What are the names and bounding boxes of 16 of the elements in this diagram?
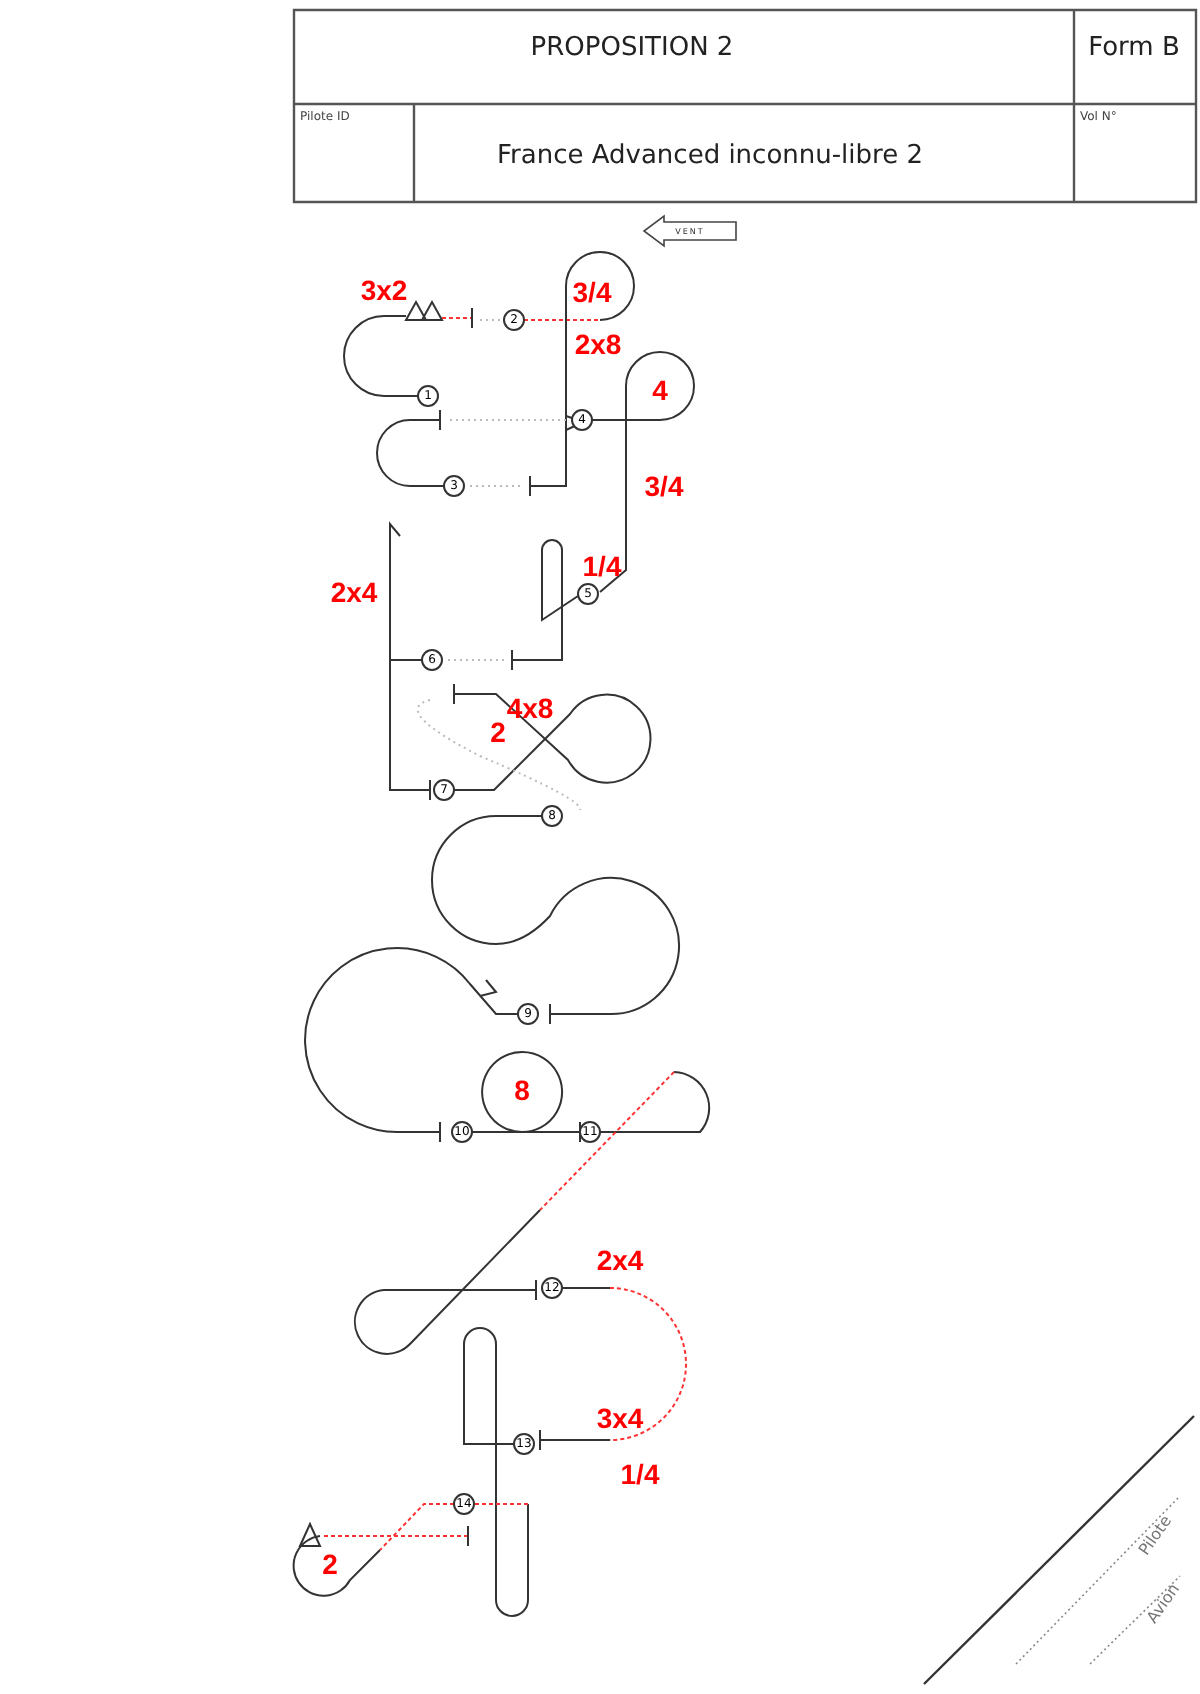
- form-label: Form B: [1088, 35, 1180, 61]
- roll-notation: 2x4: [596, 1246, 644, 1274]
- roll-notation: 3x4: [596, 1404, 644, 1432]
- roll-notation: 3/4: [572, 278, 612, 306]
- roll-notation: 3x2: [360, 276, 408, 304]
- header-title: PROPOSITION 2: [530, 35, 734, 61]
- roll-notation: 2: [490, 718, 506, 746]
- roll-notation: 8: [514, 1076, 530, 1104]
- sequence-name: France Advanced inconnu-libre 2: [497, 143, 923, 169]
- roll-notation: 3/4: [644, 472, 684, 500]
- roll-notation: 2x4: [330, 578, 378, 606]
- roll-notation: 4: [652, 376, 668, 404]
- roll-notation: 1/4: [620, 1460, 660, 1488]
- roll-notation: 2: [322, 1550, 338, 1578]
- roll-notation: 1/4: [582, 552, 622, 580]
- roll-notation: 2x8: [574, 330, 622, 358]
